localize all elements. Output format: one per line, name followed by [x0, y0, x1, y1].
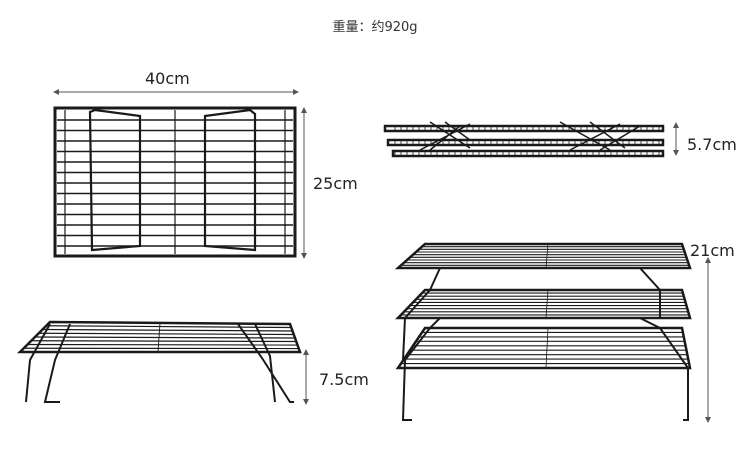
weight-value: 920g: [384, 20, 418, 35]
width-label: 25cm: [313, 174, 358, 193]
rack-wire: [545, 327, 549, 369]
rack-wire: [31, 340, 297, 343]
weight-caption: 重量：约920g: [0, 16, 750, 35]
weight-label: 重量：约: [332, 20, 385, 35]
rack-top-view: [53, 106, 297, 258]
rack-wire: [46, 325, 292, 329]
length-label: 40cm: [145, 69, 190, 88]
rack-single-view: [16, 320, 302, 403]
rack-wire: [545, 289, 549, 319]
rack-wire: [42, 328, 293, 332]
stacked-height-label: 21cm: [690, 241, 735, 260]
rack-wire: [34, 336, 296, 339]
rack-wire: [38, 332, 294, 336]
rack-wire: [27, 343, 298, 346]
rack-stacked-view: [394, 242, 692, 421]
rack-folded-view: [383, 121, 665, 158]
rack-wire: [545, 243, 549, 269]
folded-height-label: 5.7cm: [687, 135, 737, 154]
rack-wire: [157, 322, 161, 353]
single-height-label: 7.5cm: [319, 370, 369, 389]
